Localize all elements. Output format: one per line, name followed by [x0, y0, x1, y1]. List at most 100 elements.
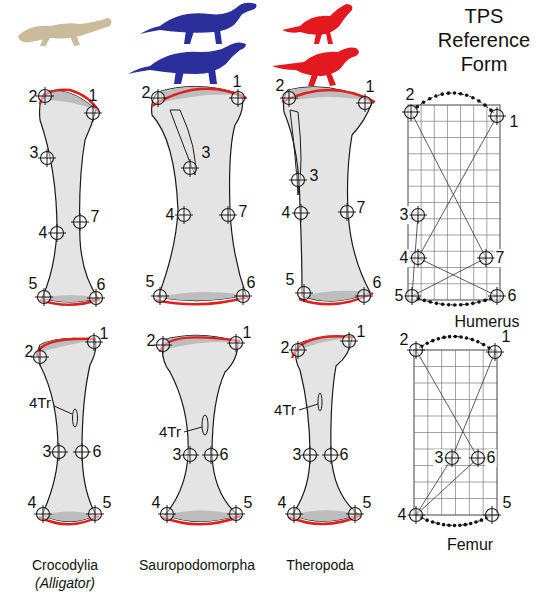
landmark-number: 6	[97, 276, 106, 294]
reference-frame	[414, 350, 497, 515]
landmark-number: 5	[244, 494, 253, 512]
landmark-number: 5	[286, 271, 295, 289]
landmark-marker	[407, 341, 425, 359]
landmark-number: 3	[202, 144, 211, 162]
landmark-marker	[36, 87, 54, 105]
landmark-marker	[488, 107, 506, 125]
articular-surface	[40, 335, 358, 521]
landmark-number: 5	[146, 273, 155, 291]
landmark-marker	[84, 104, 102, 122]
landmark-number: 4	[397, 506, 408, 524]
landmark-number: 3	[310, 167, 319, 185]
bone-name: Femur	[445, 536, 495, 554]
articular-surface	[42, 87, 372, 302]
landmark-number: 7	[91, 208, 100, 226]
theropod-silhouette	[272, 4, 359, 86]
crest-outline	[170, 110, 301, 195]
landmark-marker	[340, 332, 358, 350]
landmark-number: 7	[357, 199, 366, 217]
landmark-number: 1	[233, 73, 242, 91]
taxon-name: Sauropodomorpha	[139, 558, 255, 573]
landmark-marker	[229, 89, 247, 107]
landmark-number: 6	[373, 274, 382, 292]
landmark-marker	[403, 287, 421, 305]
landmark-number: 5	[363, 494, 372, 512]
structure-label: 4Tr	[159, 424, 181, 441]
landmark-number: 4	[166, 206, 175, 224]
landmark-number: 1	[89, 87, 98, 105]
landmark-marker	[175, 206, 193, 224]
landmark-number: 3	[30, 144, 39, 162]
landmark-marker	[477, 249, 495, 267]
landmark-number: 2	[147, 332, 156, 350]
structure-label: 4Tr	[29, 395, 51, 412]
landmark-marker	[149, 89, 167, 107]
articular-outline	[37, 336, 361, 524]
landmark-marker	[154, 336, 172, 354]
landmark-marker	[48, 224, 66, 242]
heading: TPS Reference Form	[425, 4, 538, 76]
landmark-number: 6	[486, 449, 497, 467]
humerus-outline	[40, 87, 372, 302]
landmark-number: 5	[29, 275, 38, 293]
structure-label: 4Tr	[274, 402, 296, 419]
reference-frame	[408, 105, 500, 300]
landmark-marker	[71, 213, 89, 231]
landmark-number: 6	[247, 274, 256, 292]
femur-outline	[38, 335, 358, 521]
landmark-marker	[31, 348, 49, 366]
landmark-marker	[227, 334, 245, 352]
deformation-grid	[408, 105, 500, 515]
landmark-number: 3	[399, 206, 410, 224]
landmark-number: 1	[366, 78, 375, 96]
sauropodomorph-silhouette	[128, 3, 257, 84]
landmark-marker	[31, 87, 506, 524]
landmark-number: 3	[173, 446, 182, 464]
landmark-number: 6	[93, 443, 102, 461]
landmark-marker	[322, 446, 340, 464]
landmark-number: 2	[281, 339, 290, 357]
landmark-number: 1	[357, 323, 366, 341]
landmark-marker	[50, 443, 68, 461]
landmark-number: 1	[509, 113, 520, 131]
semilandmark-dot	[411, 91, 497, 527]
landmark-marker	[35, 288, 53, 306]
landmark-marker	[295, 284, 313, 302]
landmark-marker	[38, 149, 56, 167]
landmark-marker	[285, 505, 303, 523]
landmark-marker	[488, 287, 506, 305]
landmark-marker	[202, 446, 220, 464]
taxon-name: (Alligator)	[35, 576, 95, 591]
taxon-name: Theropoda	[286, 558, 354, 573]
landmark-marker	[181, 159, 199, 177]
trochanter-outline	[73, 393, 323, 435]
taxon-name: Crocodylia	[32, 558, 98, 573]
landmark-number: 2	[142, 84, 151, 102]
landmark-number: 4	[278, 494, 287, 512]
landmark-marker	[443, 449, 461, 467]
articular-outline	[40, 89, 375, 305]
landmark-marker	[409, 206, 427, 224]
landmark-marker	[158, 505, 176, 523]
landmark-marker	[73, 443, 91, 461]
landmark-marker	[219, 206, 237, 224]
landmark-number: 5	[394, 287, 405, 305]
landmark-marker	[292, 204, 310, 222]
landmark-number: 4	[152, 494, 161, 512]
landmark-number: 3	[434, 449, 445, 467]
landmark-number: 1	[100, 325, 109, 343]
landmark-number: 2	[405, 86, 416, 104]
landmark-number: 1	[501, 328, 512, 346]
crocodile-silhouette	[18, 18, 112, 46]
landmark-marker	[469, 449, 487, 467]
landmark-number: 5	[502, 494, 513, 512]
landmark-marker	[483, 506, 501, 524]
landmark-marker	[34, 505, 52, 523]
landmark-marker	[346, 505, 364, 523]
landmark-marker	[181, 446, 199, 464]
landmark-number: 6	[340, 446, 349, 464]
landmark-marker	[402, 103, 420, 121]
landmark-number: 4	[28, 494, 37, 512]
landmark-number: 3	[43, 443, 52, 461]
landmark-marker	[355, 287, 373, 305]
